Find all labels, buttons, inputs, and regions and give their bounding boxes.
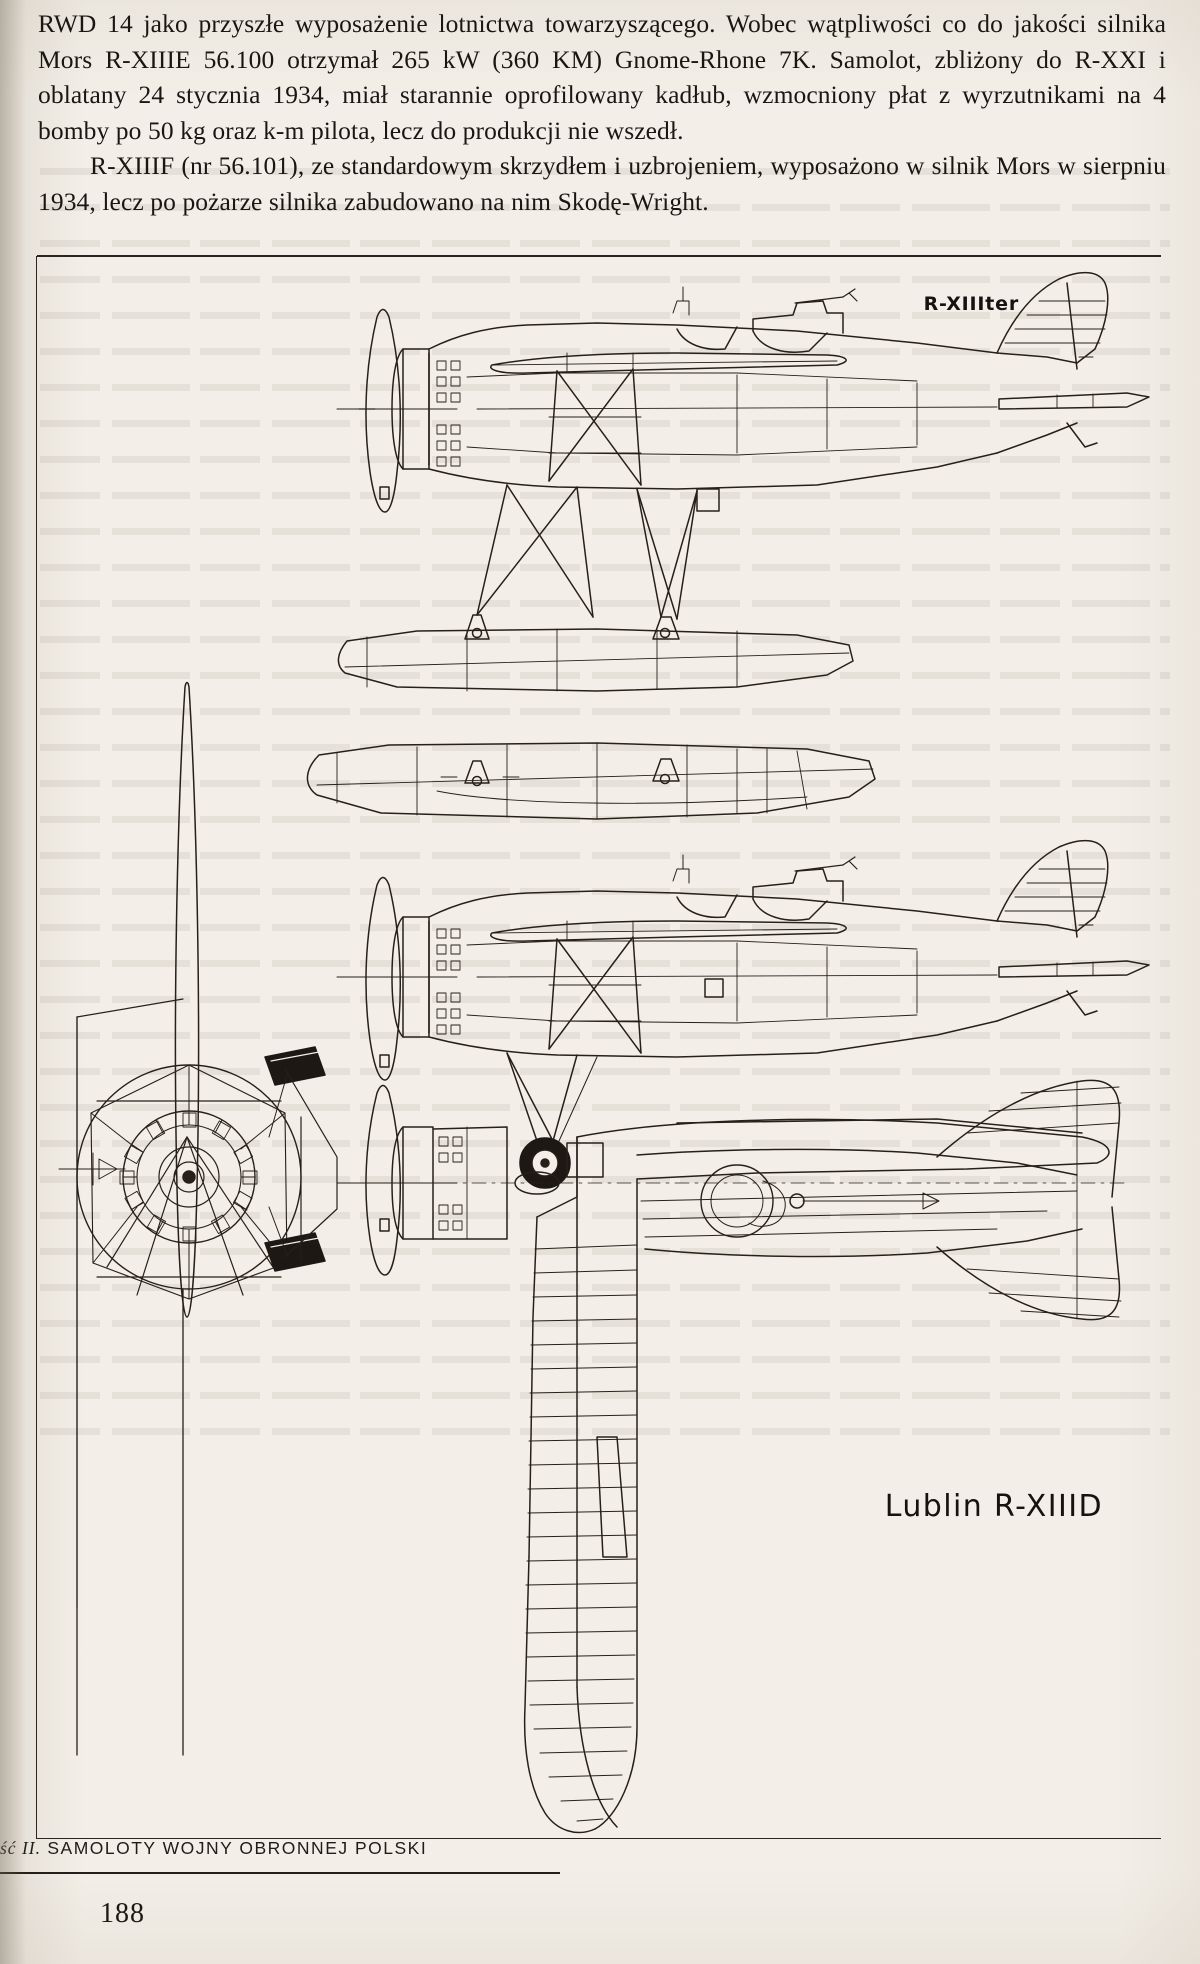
view-float-detail	[307, 743, 875, 819]
figure-frame-top	[37, 255, 1161, 257]
footer-running-title: ść II. SAMOLOTY WOJNY OBRONNEJ POLSKI	[0, 1838, 427, 1859]
view-floatplane-side	[337, 273, 1149, 691]
footer-divider	[0, 1872, 560, 1874]
footer-title: SAMOLOTY WOJNY OBRONNEJ POLSKI	[47, 1838, 428, 1858]
paragraph-1: RWD 14 jako przyszłe wyposażenie lotnict…	[38, 9, 1166, 145]
aircraft-three-view-figure: R-XIIIter Lublin R-XIIID	[36, 255, 1162, 1840]
body-text: RWD 14 jako przyszłe wyposażenie lotnict…	[38, 6, 1166, 219]
paragraph-2: R-XIIIF (nr 56.101), ze standardowym skr…	[38, 151, 1166, 216]
view-plan	[337, 1080, 1127, 1832]
plan-wing-left-panel	[77, 1289, 183, 1755]
technical-line-drawing	[37, 257, 1162, 1840]
footer-part: ść II.	[0, 1838, 41, 1858]
figure-label-lublin-r-xiiid: Lublin R-XIIID	[884, 1489, 1103, 1524]
view-front	[59, 683, 337, 1608]
page-number: 188	[100, 1898, 145, 1929]
view-landplane-side	[337, 841, 1149, 1188]
figure-label-r-xiiiter: R-XIIIter	[923, 293, 1019, 315]
